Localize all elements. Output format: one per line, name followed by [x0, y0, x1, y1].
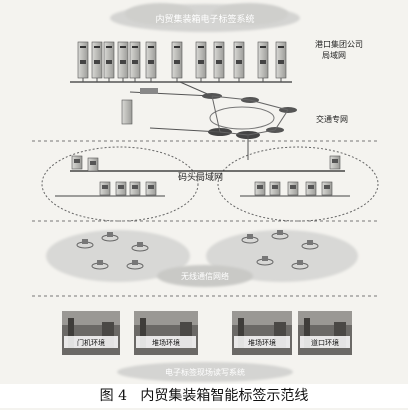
wharf-lan-label: 码头局域网	[178, 171, 223, 183]
server-rack-icon	[117, 41, 129, 82]
wireless-node-icon	[241, 234, 259, 244]
workstation-icon	[87, 157, 99, 172]
server-rack-icon	[275, 41, 287, 82]
bottom-cloud	[117, 362, 293, 382]
transport-net-label: 交通专网	[316, 114, 348, 124]
server-rack-icon	[91, 41, 103, 82]
site-photos: 门机环境 堆场环境 堆场环境 道口环境	[62, 311, 352, 355]
wireless-node-icon	[271, 230, 289, 240]
wireless-net	[46, 230, 358, 287]
server-rack-icon	[171, 41, 183, 82]
server-rack-icon	[195, 41, 207, 82]
site-photo: 道口环境	[298, 311, 352, 355]
figure-title: 内贸集装箱智能标签示范线	[140, 388, 309, 404]
workstation-icon	[129, 181, 141, 196]
workstation-icon	[321, 181, 333, 196]
workstation-icon	[145, 181, 157, 196]
server-rack-icon	[129, 41, 141, 82]
server-rack-icon	[103, 41, 115, 82]
photo-label: 门机环境	[77, 338, 105, 347]
workstation-icon	[99, 181, 111, 196]
wharf-lan	[41, 146, 379, 222]
server-rack-icon	[213, 41, 225, 82]
bottom-cloud-label: 电子标签现场读写系统	[165, 367, 245, 377]
site-photo: 堆场环境	[232, 311, 292, 355]
top-cloud-label: 内贸集装箱电子标签系统	[155, 13, 254, 25]
wireless-node-icon	[131, 242, 149, 252]
wireless-node-icon	[301, 240, 319, 250]
workstation-icon	[269, 181, 281, 196]
server-rack-icon	[77, 41, 89, 82]
site-photo: 门机环境	[62, 311, 120, 355]
wireless-node-icon	[91, 260, 109, 270]
workstation-icon	[329, 155, 341, 170]
wireless-node-icon	[101, 232, 119, 242]
top-cloud	[110, 3, 300, 32]
group-lan-label-2: 局域网	[322, 50, 346, 60]
wireless-node-icon	[126, 260, 144, 270]
figure-caption: 图 4 内贸集装箱智能标签示范线	[0, 384, 408, 408]
wireless-node-icon	[291, 260, 309, 270]
server-rack-icon	[257, 41, 269, 82]
wireless-net-label: 无线通信网络	[181, 271, 229, 281]
transport-net	[121, 81, 297, 160]
workstation-icon	[305, 181, 317, 196]
wireless-node-icon	[256, 256, 274, 266]
site-photo: 堆场环境	[134, 311, 198, 355]
group-lan-label: 港口集团公司	[315, 39, 363, 49]
workstation-icon	[287, 181, 299, 196]
server-rack-icon	[145, 41, 157, 82]
figure-number: 图 4	[99, 388, 127, 404]
photo-label: 堆场环境	[248, 338, 276, 347]
workstation-icon	[71, 155, 83, 170]
workstation-icon	[115, 181, 127, 196]
server-rack-icon	[233, 41, 245, 82]
photo-label: 道口环境	[311, 338, 339, 347]
photo-label: 堆场环境	[152, 338, 180, 347]
wireless-node-icon	[76, 239, 94, 249]
server-racks	[77, 41, 287, 82]
workstation-icon	[254, 181, 266, 196]
